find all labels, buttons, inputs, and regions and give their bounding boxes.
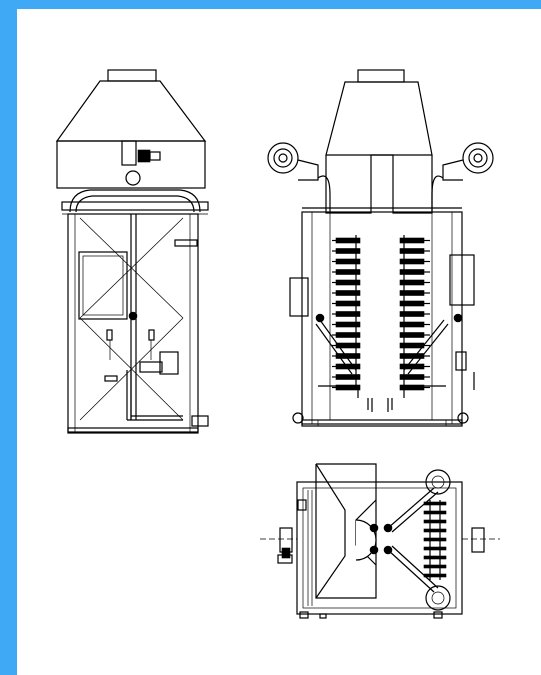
frame-left-bar: [0, 0, 17, 675]
nozzle-right-4: [399, 269, 425, 275]
nozzle-left-6: [335, 290, 361, 296]
rack-bar-9: [423, 573, 447, 578]
rack-bar-2: [423, 510, 447, 515]
rack-bar-5: [423, 537, 447, 542]
nozzle-right-10: [399, 332, 425, 338]
nozzle-left-4: [335, 269, 361, 275]
nozzle-right-5: [399, 279, 425, 286]
top-rack-bars: [423, 501, 447, 578]
nozzle-right-14: [399, 374, 425, 380]
rack-bar-6: [423, 546, 447, 551]
rack-bar-7: [423, 555, 447, 560]
nozzle-left-5: [335, 279, 361, 286]
rack-bar-3: [423, 519, 447, 524]
nozzle-rack-left: [332, 237, 361, 391]
nozzle-right-8: [399, 311, 425, 317]
side-view: [55, 69, 209, 434]
rack-bar-8: [423, 564, 447, 569]
nozzle-left-3: [335, 258, 361, 265]
nozzle-right-11: [399, 342, 425, 349]
technical-drawing: [55, 69, 500, 619]
nozzle-left-9: [335, 321, 361, 328]
nozzle-right-3: [399, 258, 425, 265]
drawing-canvas: [17, 9, 541, 675]
frame-top-bar: [0, 0, 541, 9]
nozzle-left-10: [335, 332, 361, 338]
top-view: [260, 463, 500, 619]
nozzle-right-1: [399, 237, 425, 244]
nozzle-rack-right: [399, 237, 430, 391]
nozzle-right-7: [399, 300, 425, 307]
rack-bar-4: [423, 528, 447, 533]
nozzle-right-2: [399, 248, 425, 254]
nozzle-left-8: [335, 311, 361, 317]
nozzle-left-1: [335, 237, 361, 244]
nozzle-right-6: [399, 290, 425, 296]
nozzle-right-9: [399, 321, 425, 328]
nozzle-left-7: [335, 300, 361, 307]
nozzle-left-14: [335, 374, 361, 380]
rack-bar-1: [423, 501, 447, 506]
nozzle-left-2: [335, 248, 361, 254]
front-view: [267, 69, 494, 427]
